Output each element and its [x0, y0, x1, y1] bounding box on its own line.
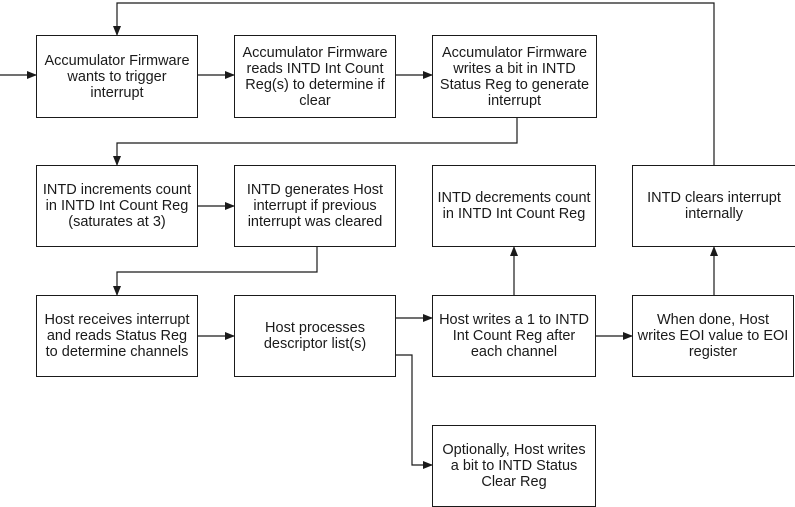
node-host-writes-eoi: When done, Host writes EOI value to EOI …: [632, 295, 794, 377]
node-intd-decrements: INTD decrements count in INTD Int Count …: [432, 165, 596, 247]
node-label: When done, Host writes EOI value to EOI …: [637, 312, 789, 360]
node-label: Host writes a 1 to INTD Int Count Reg af…: [439, 312, 589, 360]
node-host-optional-clear: Optionally, Host writes a bit to INTD St…: [432, 425, 596, 507]
node-fw-reads-count: Accumulator Firmware reads INTD Int Coun…: [234, 35, 396, 118]
edge-intd-generates-to-host-receives: [113, 247, 318, 296]
node-label: Host receives interrupt and reads Status…: [44, 312, 190, 360]
edge-intd-clears-to-fw-wants-trigger: [113, 2, 715, 165]
node-label: Optionally, Host writes a bit to INTD St…: [442, 442, 586, 490]
node-intd-increments: INTD increments count in INTD Int Count …: [36, 165, 198, 247]
node-label: INTD generates Host interrupt if previou…: [246, 182, 384, 230]
node-label: INTD increments count in INTD Int Count …: [42, 182, 192, 230]
node-intd-clears: INTD clears interrupt internally: [632, 165, 795, 247]
node-label: INTD clears interrupt internally: [647, 190, 781, 222]
edge-fw-writes-status-to-intd-increments: [113, 118, 518, 166]
node-host-receives: Host receives interrupt and reads Status…: [36, 295, 198, 377]
node-fw-wants-trigger: Accumulator Firmware wants to trigger in…: [36, 35, 198, 118]
node-label: Host processes descriptor list(s): [263, 320, 367, 352]
node-host-writes-one: Host writes a 1 to INTD Int Count Reg af…: [432, 295, 596, 377]
node-label: INTD decrements count in INTD Int Count …: [437, 190, 591, 222]
node-label: Accumulator Firmware wants to trigger in…: [44, 52, 190, 101]
node-host-processes: Host processes descriptor list(s): [234, 295, 396, 377]
node-label: Accumulator Firmware writes a bit in INT…: [439, 44, 590, 109]
node-label: Accumulator Firmware reads INTD Int Coun…: [242, 44, 388, 109]
edge-host-processes-to-host-optional-clear: [396, 354, 433, 469]
node-fw-writes-status: Accumulator Firmware writes a bit in INT…: [432, 35, 597, 118]
node-intd-generates: INTD generates Host interrupt if previou…: [234, 165, 396, 247]
